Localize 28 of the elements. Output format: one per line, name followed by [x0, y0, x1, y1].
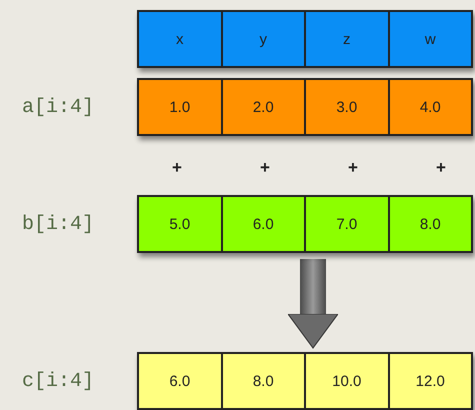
- vector-lane-cell: 1.0: [139, 80, 222, 134]
- vector-lane-cell: 6.0: [139, 354, 222, 408]
- row-label: b[i:4]: [22, 213, 94, 236]
- plus-sign: +: [348, 158, 358, 178]
- vector-lane-cell: 8.0: [390, 197, 471, 251]
- plus-sign: +: [172, 158, 182, 178]
- vector-lane-cell: 2.0: [222, 80, 306, 134]
- block-arrow: [288, 259, 338, 348]
- vector-lane-cell: w: [390, 12, 471, 66]
- vector-lane-cell: 3.0: [306, 80, 390, 134]
- vector-lane-cell: 8.0: [222, 354, 306, 408]
- vector-lane-cell: 7.0: [306, 197, 390, 251]
- vector-lane-cell: 5.0: [139, 197, 222, 251]
- plus-sign: +: [436, 158, 446, 178]
- vector-lane-cell: y: [222, 12, 306, 66]
- vector-register-bar: [137, 195, 473, 253]
- vector-register-bar: [137, 10, 473, 68]
- vector-lane-cell: x: [139, 12, 222, 66]
- vector-register-bar: [137, 352, 473, 410]
- vector-lane-cell: 12.0: [390, 354, 471, 408]
- row-label: c[i:4]: [22, 370, 94, 393]
- vector-lane-cell: 6.0: [222, 197, 306, 251]
- vector-lane-cell: z: [306, 12, 390, 66]
- vector-lane-cell: 10.0: [306, 354, 390, 408]
- row-label: a[i:4]: [22, 96, 94, 119]
- vector-register-bar: [137, 78, 473, 136]
- plus-sign: +: [260, 158, 270, 178]
- vector-lane-cell: 4.0: [390, 80, 471, 134]
